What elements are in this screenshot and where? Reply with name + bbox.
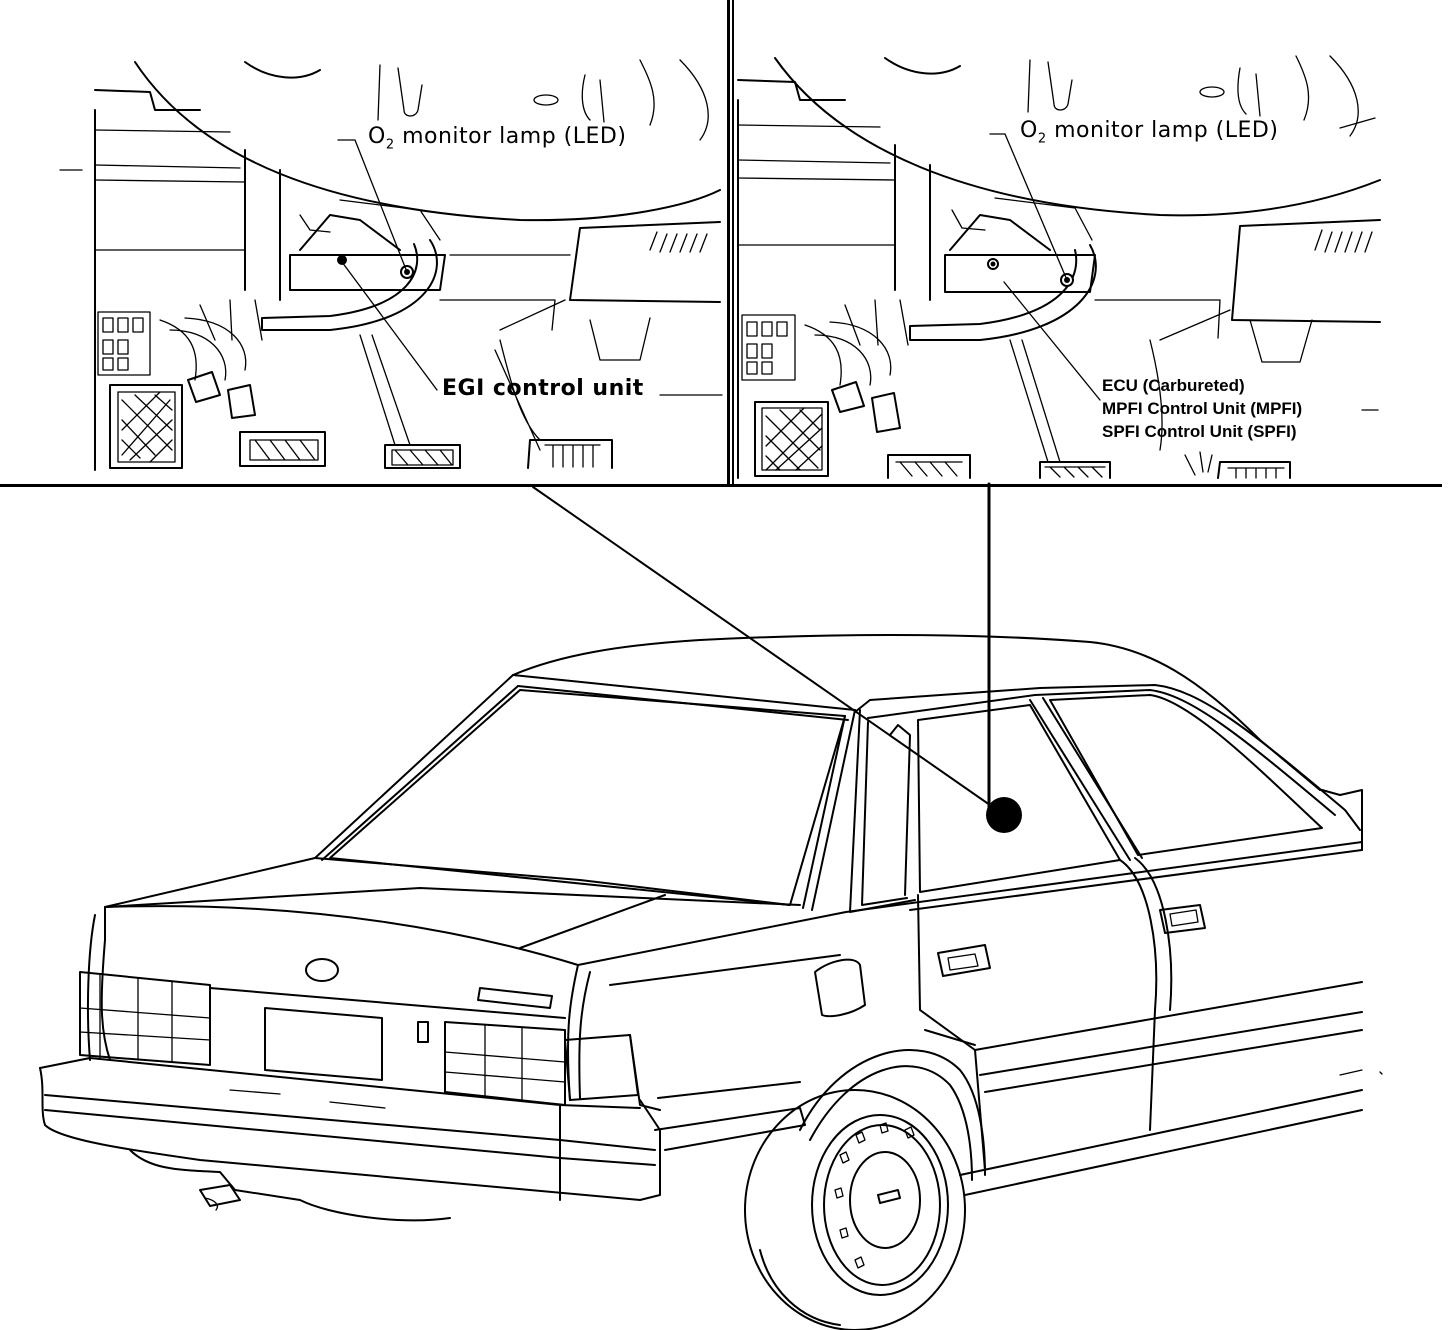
control-unit-location-marker [986,797,1022,833]
right-spfi-control-unit-label: SPFI Control Unit (SPFI) [1102,422,1297,441]
right-ecu-carbureted-label: ECU (Carbureted) [1102,376,1245,395]
right-detail-drawing [737,55,1381,479]
car-drawing [39,634,1383,1330]
panel-divider-vertical-right [732,0,734,486]
panel-divider-vertical-left [727,0,730,486]
panel-divider-horizontal [0,484,1442,487]
left-egi-control-unit-label: EGI control unit [442,376,644,401]
right-o2-monitor-lamp-label: O2 monitor lamp (LED) [1020,118,1279,147]
left-detail-drawing [59,59,723,471]
right-mpfi-control-unit-label: MPFI Control Unit (MPFI) [1102,399,1303,418]
left-o2-monitor-lamp-label: O2 monitor lamp (LED) [368,124,627,153]
callout-lines [532,482,1022,833]
